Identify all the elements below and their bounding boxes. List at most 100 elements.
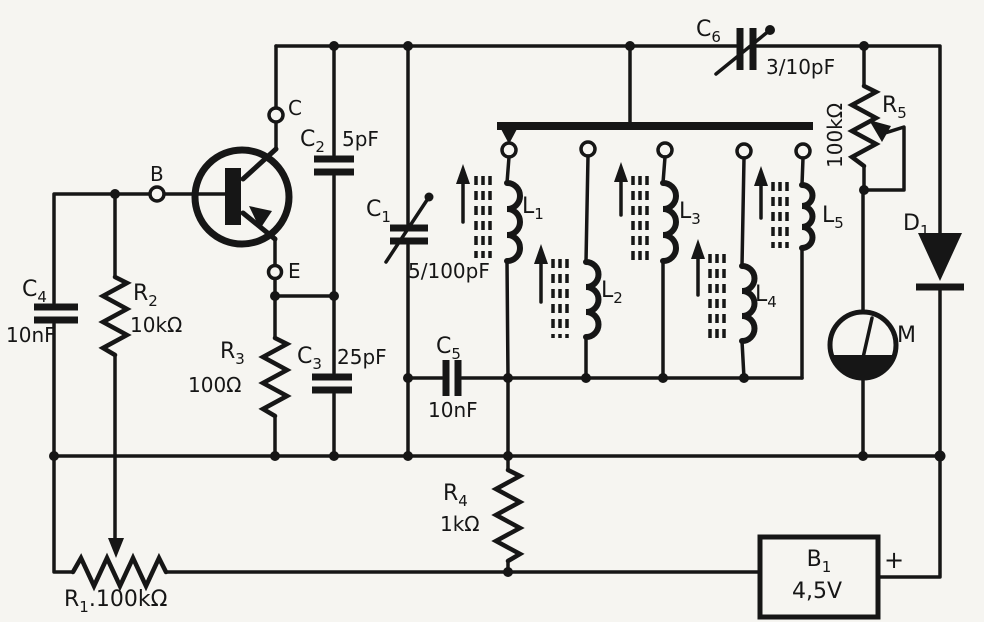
transistor-body [191,146,293,248]
inductor-l1: L1 [456,155,544,380]
switch-contact-2 [579,140,597,158]
r1-label: R1.100kΩ [64,587,167,616]
c5-value: 10nF [428,398,478,422]
r3-zigzag [258,335,292,419]
c4-value: 10nF [6,323,56,347]
l4-tuning-arrow-icon [691,239,705,259]
capacitor-c1: C1 5/100pF [366,192,490,283]
junction-dot [403,451,413,461]
junction-dot [503,373,513,383]
l5-tuning-arrow-icon [754,166,768,186]
l1-label: L1 [522,194,544,223]
junction-dot [859,185,869,195]
l3-label: L3 [679,199,701,228]
junction-dot [403,373,413,383]
junction-dot [270,291,280,301]
battery-plus-sign: + [884,546,904,574]
junction-dot [739,373,749,383]
l1-tuning-arrow-icon [456,164,470,184]
r5-zigzag [847,83,881,169]
l2-top-lead [584,154,590,264]
junction-dot [658,373,668,383]
selector-wiper-arrow-icon [501,129,517,144]
pin-label-e: E [288,259,301,283]
r1-wiper-arrow-icon [108,538,124,558]
c2-label: C2 [300,127,325,156]
junction-dot [329,41,339,51]
r5-label: R5 [882,93,907,122]
pin-label-c: C [288,96,302,120]
r5-wiper-link [862,125,906,192]
meter: M [827,309,916,381]
junction-dot [329,451,339,461]
r4-label: R4 [443,481,468,510]
transistor-base-bar [225,168,241,225]
l4-bottom-lead [740,339,746,380]
junction-dots [49,41,946,577]
battery-box [757,534,881,620]
resistor-r2: R2 10kΩ [98,192,182,542]
switch-contact-4 [735,142,753,160]
r3-label: R3 [220,339,245,368]
c2-value: 5pF [342,127,379,151]
capacitor-c3: C3 25pF [297,344,387,394]
pin-label-b: B [150,162,164,186]
l2-tuning-arrow-icon [534,244,548,264]
r2-label: R2 [133,281,158,310]
inductor-l3: L3 [614,155,701,380]
l2-coil [583,259,602,340]
l3-tuning-arrow-icon [614,162,628,182]
l3-top-lead [661,155,667,185]
switch-contact-5 [794,142,812,160]
junction-dot [110,189,120,199]
wire-battery-plus [876,285,942,579]
junction-dot [329,291,339,301]
capacitor-c4: C4 10nF [6,277,78,347]
r1-zigzag [70,552,169,592]
junction-dot [503,567,513,577]
resistor-r1: R1.100kΩ [64,538,169,616]
capacitor-c2: C2 5pF [300,127,379,176]
meter-scale-fill [831,355,895,378]
l5-top-lead [800,156,805,187]
r2-value: 10kΩ [130,313,182,337]
r4-zigzag [491,467,525,564]
band-selector-switch [497,122,813,160]
c2-plates [314,155,354,176]
c6-trimmer-arrow-tip-icon [765,25,775,35]
junction-dot [859,41,869,51]
l5-label: L5 [822,203,844,232]
l4-top-lead [740,156,746,268]
battery-label: B1 [807,547,832,576]
l1-top-lead [505,155,511,185]
l1-bottom-lead [505,259,510,380]
c6-label: C6 [696,17,721,46]
inductor-l5: L5 [754,156,844,380]
resistor-r4: R4 1kΩ [440,454,525,574]
junction-dot [49,451,59,461]
c1-value: 5/100pF [408,259,490,283]
wires [52,44,942,579]
c3-value: 25pF [337,345,387,369]
collector-terminal [267,106,285,124]
l1-coil [504,180,523,264]
resistor-r3: R3 100Ω [188,294,292,458]
c6-value: 3/10pF [766,55,835,79]
c3-plates [312,373,352,394]
c3-label: C3 [297,344,322,373]
transistor-emitter-arrow-icon [249,206,272,229]
wire-top-bus-right [755,44,942,235]
l4-label: L4 [755,282,777,311]
transistor: B C E [148,96,302,283]
c1-trimmer-arrow [384,195,431,264]
transistor-collector-lead [240,146,279,182]
junction-dot [625,41,635,51]
l2-label: L2 [601,278,623,307]
c1-label: C1 [366,197,391,226]
c4-plates [34,303,78,324]
inductor-l4: L4 [691,156,777,380]
junction-dot [503,451,513,461]
c4-label: C4 [22,277,47,306]
